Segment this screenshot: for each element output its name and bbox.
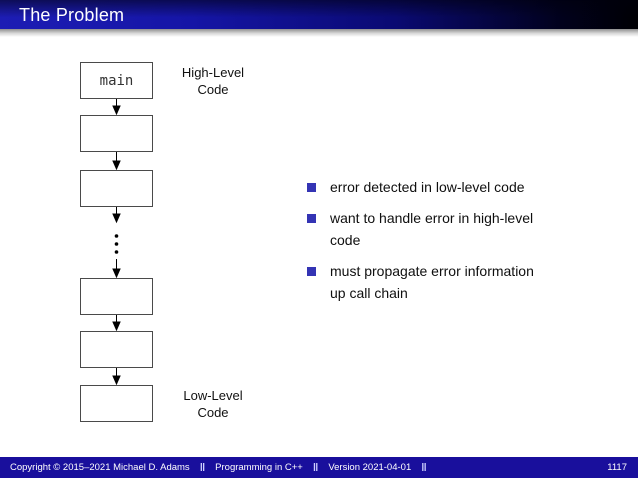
arrowhead [112, 375, 121, 386]
footer-course: Programming in C++ [215, 462, 303, 473]
call-frame-box [80, 170, 153, 207]
bullet-text: want to handle error in high-level code [330, 207, 533, 251]
header-bar: The Problem [0, 0, 638, 29]
footer-bar: Copyright © 2015–2021 Michael D. Adams ‖… [0, 457, 638, 478]
footer-copyright: Copyright © 2015–2021 Michael D. Adams [10, 462, 190, 473]
bullet-square-icon [307, 267, 316, 276]
header-shadow [0, 29, 638, 37]
bullet-line: error detected in low-level code [330, 179, 525, 195]
call-frame-box [80, 278, 153, 315]
list-item: error detected in low-level code [307, 176, 597, 198]
bullet-list: error detected in low-level code want to… [307, 176, 597, 313]
bullet-square-icon [307, 214, 316, 223]
arrowhead [112, 213, 121, 224]
footer-separator: ‖ [312, 461, 319, 474]
list-item: must propagate error information up call… [307, 260, 597, 304]
bullet-text: error detected in low-level code [330, 176, 525, 198]
high-level-code-label: High-Level Code [181, 65, 245, 97]
bullet-line: must propagate error information [330, 263, 534, 279]
main-box-label: main [99, 72, 134, 89]
call-frame-box [80, 385, 153, 422]
footer-info: Copyright © 2015–2021 Michael D. Adams ‖… [10, 462, 427, 474]
bullet-line: want to handle error in high-level [330, 210, 534, 226]
bullet-square-icon [307, 183, 316, 192]
call-frame-box [80, 331, 153, 368]
ellipsis-dot [114, 242, 119, 246]
list-item: want to handle error in high-level code [307, 207, 597, 251]
footer-separator: ‖ [421, 461, 427, 474]
arrowhead [112, 160, 121, 171]
footer-separator: ‖ [199, 461, 206, 474]
bullet-text: must propagate error information up call… [330, 260, 534, 304]
ellipsis-dot [114, 250, 119, 254]
ellipsis-dot [114, 234, 119, 238]
call-frame-box-main: main [80, 62, 153, 99]
arrowhead [112, 321, 121, 332]
footer-version: Version 2021-04-01 [328, 462, 412, 473]
call-frame-box [80, 115, 153, 152]
low-level-code-label: Low-Level Code [183, 388, 243, 420]
page-number: 1117 [607, 462, 627, 473]
arrowhead [112, 268, 121, 279]
bullet-line: code [330, 232, 361, 248]
bullet-line: up call chain [330, 285, 408, 301]
arrowhead [112, 105, 121, 116]
slide-title: The Problem [19, 5, 125, 25]
